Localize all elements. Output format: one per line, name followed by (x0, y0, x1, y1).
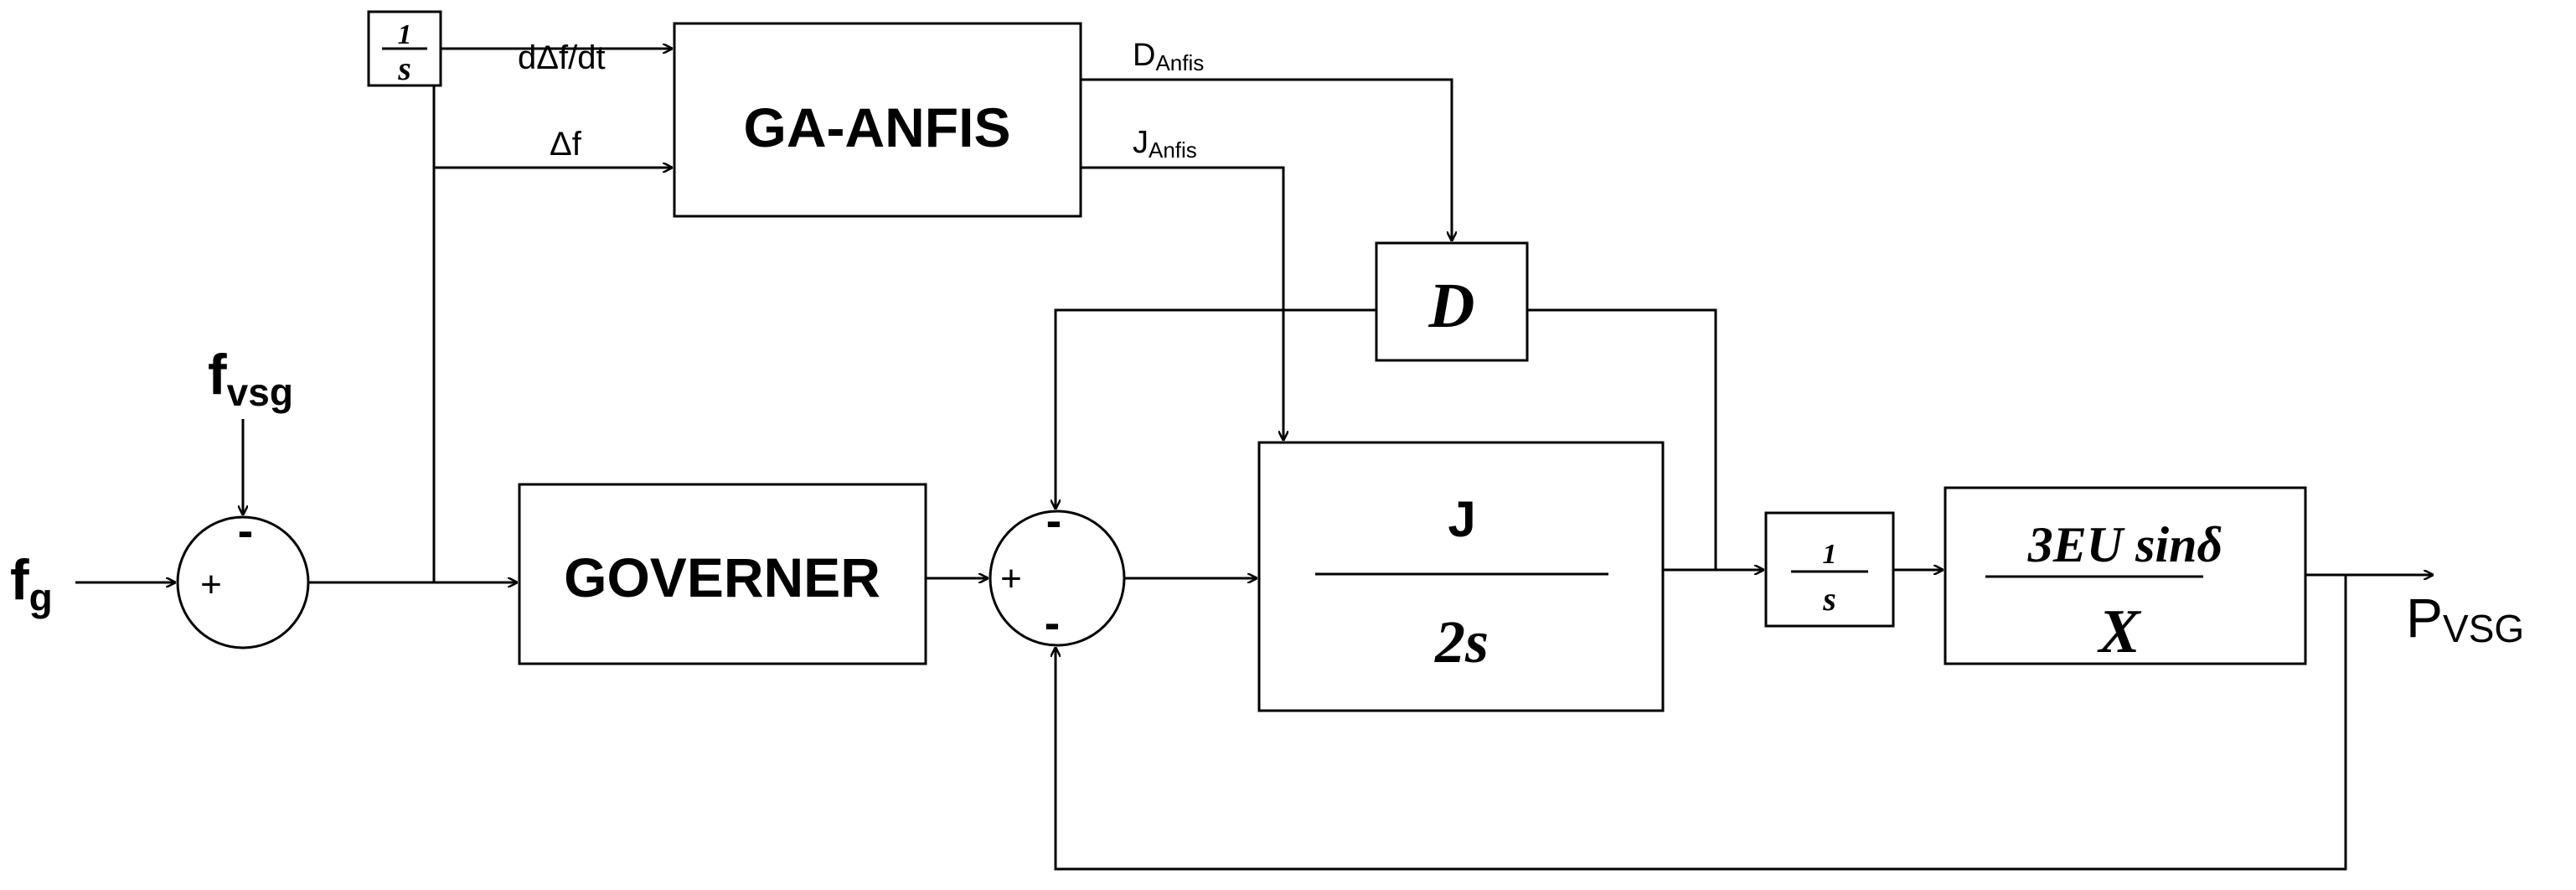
summer1-plus-sign: + (200, 564, 222, 605)
damping-label: D (1428, 271, 1475, 341)
fvsg-input-label: fvsg (208, 343, 293, 414)
power-denominator: X (2097, 598, 2141, 666)
governer-block (518, 483, 927, 665)
inertia-denominator: 2s (1434, 608, 1489, 675)
inertia-block (1257, 441, 1665, 712)
delta-f-label: Δf (550, 126, 582, 163)
d-anfis-to-damping-arrow (1081, 78, 1452, 241)
summer2-minus-bottom-sign: - (1045, 596, 1061, 649)
ga-anfis-label: GA-ANFIS (744, 96, 1011, 158)
integrator-mid-numerator: 1 (1823, 539, 1837, 570)
j-anfis-label: JAnfis (1133, 125, 1197, 163)
integrator-top-numerator: 1 (398, 19, 412, 50)
damping-feedback-arrow (1056, 308, 1376, 510)
d-delta-f-dt-label: dΔf/dt (518, 39, 606, 76)
omega-to-damping-wire (1527, 308, 1717, 570)
j-anfis-to-inertia-arrow (1081, 166, 1283, 441)
d-anfis-label: DAnfis (1133, 38, 1204, 75)
governer-label: GOVERNER (564, 546, 880, 608)
integrator-mid-block (1764, 511, 1895, 628)
damping-block (1375, 241, 1529, 362)
fg-input-label: fg (10, 548, 53, 619)
summer2-plus-sign: + (1000, 558, 1022, 599)
integrator-top-denominator: s (397, 49, 411, 87)
power-feedback-arrow (1056, 575, 2347, 871)
inertia-numerator: J (1448, 491, 1475, 547)
summer1-minus-sign: - (238, 504, 254, 556)
summer2-minus-top-sign: - (1046, 494, 1062, 546)
integrator-mid-denominator: s (1822, 580, 1836, 618)
ga-anfis-block (673, 22, 1082, 218)
power-numerator: 3EU sinδ (2027, 517, 2222, 572)
pvsg-output-label: PVSG (2406, 587, 2524, 650)
